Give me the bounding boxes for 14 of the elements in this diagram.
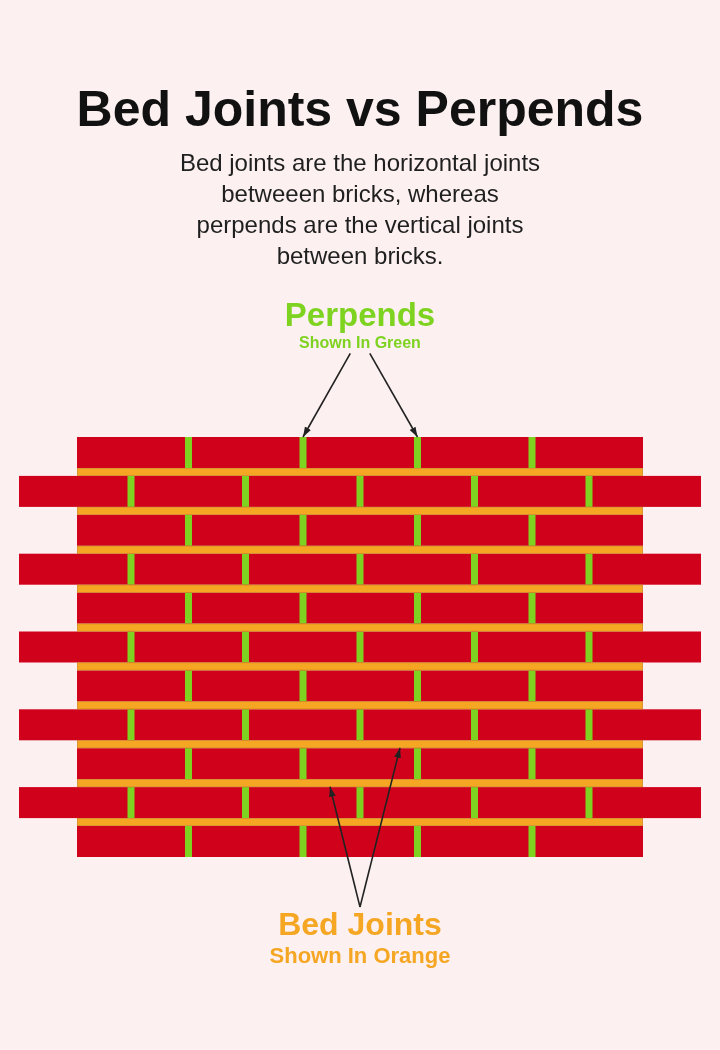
leader-arrow — [302, 352, 352, 438]
perpend-joint — [414, 437, 421, 468]
perpend-joint — [299, 437, 307, 468]
leader-arrow — [359, 747, 401, 908]
callout-subheading: Shown In Orange — [269, 942, 451, 970]
caption-text: Bed joints are the horizontal joints betweeen bricks, whereas perpends are the vertical joints between bricks. — [178, 148, 542, 271]
bed-joint — [77, 779, 643, 788]
leader-arrow — [369, 352, 419, 438]
callout-heading: Bed Joints — [278, 907, 442, 943]
bed-joint — [77, 740, 643, 749]
callout-heading: Perpends — [284, 297, 436, 334]
callout-subheading: Shown In Green — [299, 333, 421, 354]
title: Bed Joints vs Perpends — [76, 80, 644, 138]
leader-arrow — [329, 786, 361, 908]
